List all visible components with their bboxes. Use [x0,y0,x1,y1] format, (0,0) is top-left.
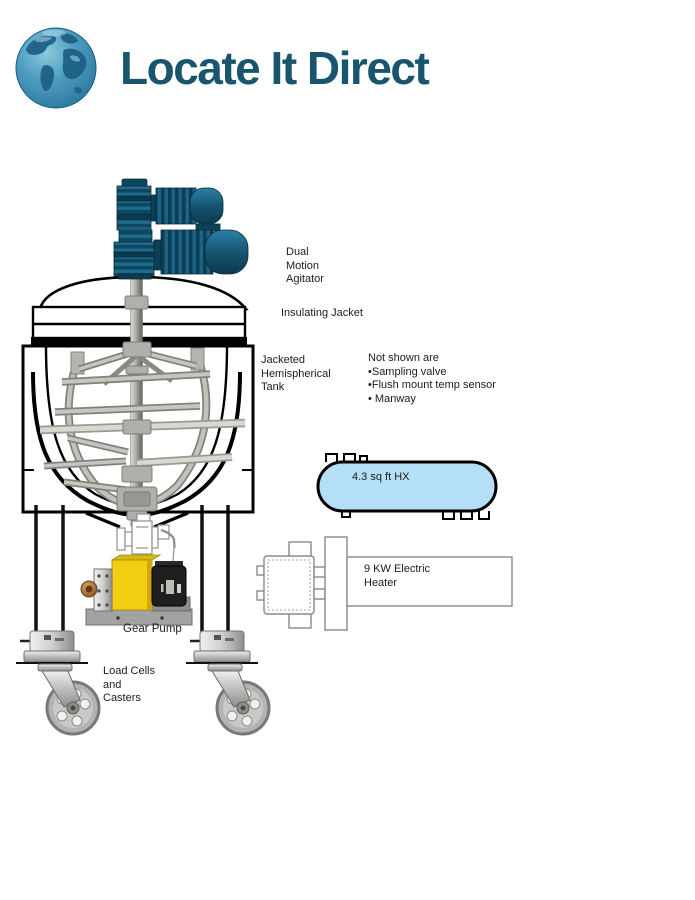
load-cell-caster-left [16,630,101,736]
not-shown-note: Not shown are •Sampling valve •Flush mou… [368,352,496,406]
hx-label: 4.3 sq ft HX [352,471,410,483]
tank-legs [34,505,230,634]
agitator-motors [113,178,249,280]
globe-icon [15,27,97,109]
not-shown-item: • Manway [368,392,416,405]
load-cells-casters [16,630,271,736]
heater-label: 9 KW Electric Heater [364,563,431,589]
brand-title: Locate It Direct [120,42,430,94]
not-shown-item: •Flush mount temp sensor [368,379,496,391]
gear-pump [80,554,193,626]
load-cell-caster-right [186,630,271,736]
not-shown-item: •Sampling valve [368,365,447,378]
load-cells-label: Load Cells and Casters [103,665,155,704]
heat-exchanger [316,453,498,520]
dual-motion-agitator-label: Dual Motion Agitator [286,246,324,285]
agitator-internals [39,277,246,528]
logo: Locate It Direct [14,26,430,110]
insulating-jacket-label: Insulating Jacket [281,307,363,319]
not-shown-title: Not shown are [368,352,439,364]
electric-heater [256,536,513,631]
outlet-valve [116,513,176,568]
gear-pump-label: Gear Pump [123,623,182,635]
jacketed-tank-label: Jacketed Hemispherical Tank [261,354,331,393]
